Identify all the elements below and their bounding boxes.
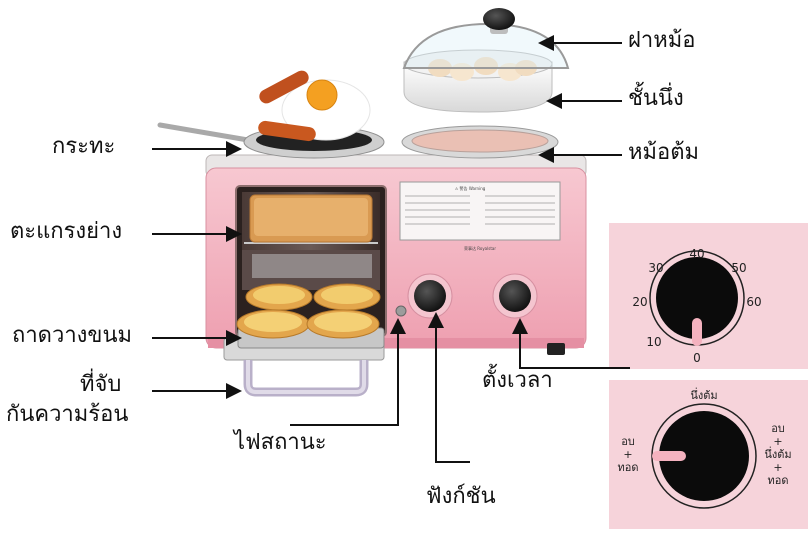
label-grill: ตะแกรงย่าง [10, 219, 123, 244]
function-pointer [652, 451, 686, 461]
timer-mark-40: 40 [689, 247, 704, 261]
label-handle-2: กันความร้อน [6, 402, 129, 427]
boiling-pot [401, 125, 559, 159]
timer-mark-0: 0 [693, 351, 701, 365]
function-right-3: นึ่งต้ม [764, 446, 791, 461]
function-knob[interactable] [407, 273, 453, 319]
function-left-2: + [623, 448, 632, 461]
frying-pan [157, 70, 385, 159]
label-timer: ตั้งเวลา [482, 368, 553, 393]
function-dial-inset: นึ่งต้ม อบ + ทอด อบ + นึ่งต้ม + ทอด [609, 380, 808, 529]
label-handle-1: ที่จับ [80, 372, 122, 397]
function-right-5: ทอด [767, 474, 788, 487]
glass-lid [402, 8, 570, 69]
timer-mark-20: 20 [632, 295, 647, 309]
timer-pointer [692, 318, 702, 346]
function-top-label: นึ่งต้ม [690, 387, 717, 402]
label-steamer: ชั้นนึ่ง [628, 86, 684, 111]
label-function: ฟังก์ชัน [426, 484, 496, 509]
timer-mark-50: 50 [731, 261, 746, 275]
label-pot: หม้อต้ม [628, 140, 700, 165]
timer-mark-30: 30 [648, 261, 663, 275]
timer-mark-10: 10 [646, 335, 661, 349]
crumb-tray [223, 283, 385, 361]
function-right-2: + [773, 435, 782, 448]
warning-sticker: ⚠ 警告 Warning [399, 181, 561, 241]
arrow-timer [512, 318, 630, 369]
function-left-3: ทอด [617, 461, 638, 474]
brand-logo: 荣事达 Royalstar [464, 245, 496, 251]
timer-dial-inset: 0 10 20 30 40 50 60 [609, 223, 808, 369]
arrow-function [428, 312, 470, 463]
function-right-1: อบ [771, 422, 785, 435]
arrow-lamp [290, 318, 406, 426]
label-tray: ถาดวางขนม [12, 323, 132, 348]
warning-title: ⚠ 警告 Warning [455, 185, 486, 191]
callout-lines [152, 35, 630, 463]
timer-mark-60: 60 [746, 295, 761, 309]
function-right-4: + [773, 461, 782, 474]
status-lamp [395, 305, 407, 317]
function-left-1: อบ [621, 435, 635, 448]
label-lid: ฝาหม้อ [628, 28, 696, 53]
tray-handle [243, 360, 369, 397]
steamer-bowl [403, 49, 553, 113]
label-lamp: ไฟสถานะ [234, 430, 327, 455]
label-pan: กระทะ [52, 134, 116, 159]
timer-knob[interactable] [492, 273, 538, 319]
